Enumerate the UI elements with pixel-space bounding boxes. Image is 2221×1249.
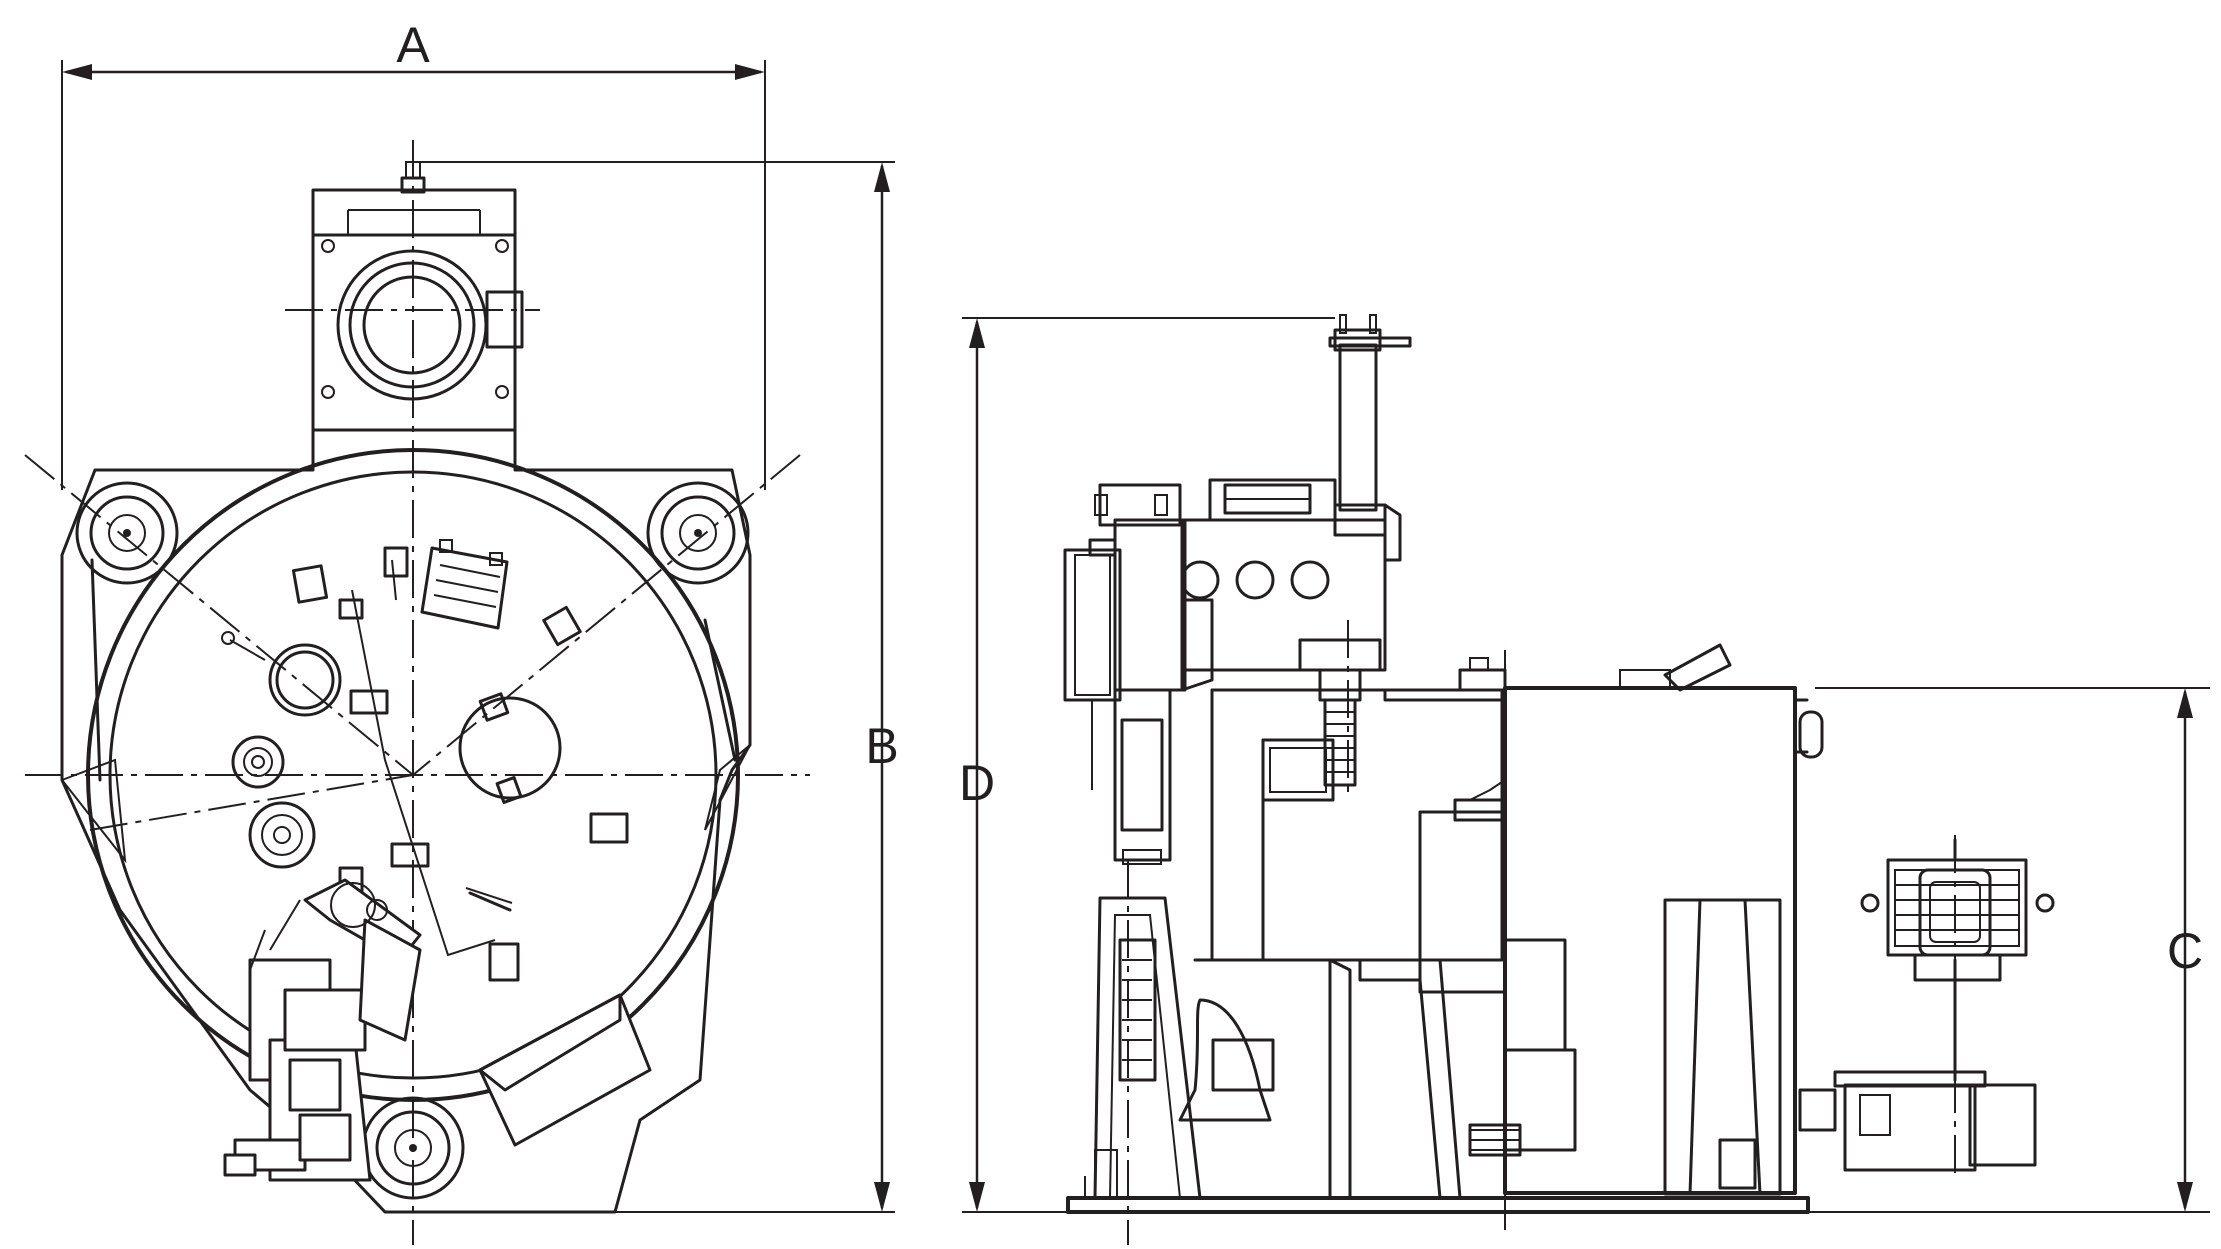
base-plate bbox=[1066, 1196, 1810, 1214]
dimension-d-label: D bbox=[959, 755, 995, 811]
dimension-c: C bbox=[1805, 687, 2210, 1213]
lid-latches bbox=[221, 546, 629, 982]
upper-head bbox=[1094, 314, 1412, 692]
lid-features bbox=[231, 559, 562, 957]
spindle-assembly bbox=[1298, 620, 1382, 800]
drive-motor bbox=[1798, 835, 2055, 1180]
brake-assembly bbox=[223, 878, 422, 1182]
casing bbox=[1178, 688, 1507, 1200]
suspension-foot-left bbox=[75, 481, 179, 585]
side-view: D C bbox=[959, 314, 2210, 1245]
filter-unit bbox=[420, 539, 509, 630]
suspension-foot-right bbox=[646, 481, 750, 585]
discharge-chute bbox=[478, 993, 652, 1147]
plan-view: A B bbox=[24, 17, 899, 1245]
dimension-c-label: C bbox=[2167, 923, 2203, 979]
bowl-housing bbox=[1210, 643, 1824, 1230]
side-cylinder bbox=[1063, 538, 1172, 865]
dimension-a: A bbox=[61, 17, 766, 490]
dimension-a-label: A bbox=[396, 17, 430, 73]
dimension-b-label: B bbox=[865, 718, 898, 774]
top-drive-box bbox=[311, 161, 524, 432]
dimension-d: D bbox=[959, 317, 1335, 1213]
left-pedestal bbox=[1093, 896, 1202, 1200]
